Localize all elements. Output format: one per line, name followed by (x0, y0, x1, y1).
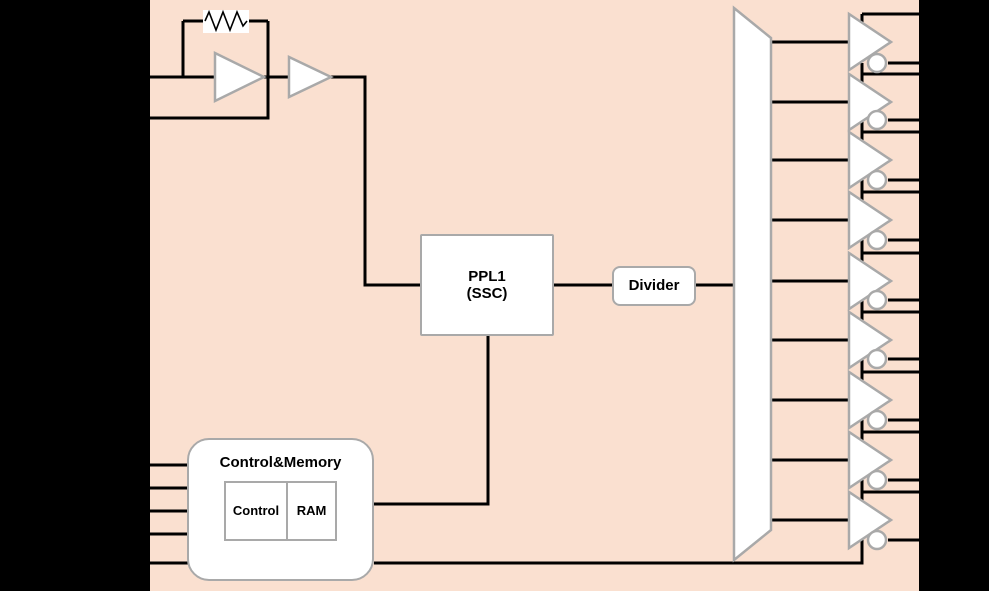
control-memory-block[interactable]: Control&Memory Control RAM (187, 438, 374, 581)
pll-label-line2: (SSC) (466, 285, 508, 302)
output-buffer-2-bubble-icon (866, 109, 888, 131)
osc-buffer-1-icon (213, 50, 267, 104)
control-memory-title: Control&Memory (219, 454, 342, 471)
output-mux-icon (732, 5, 773, 563)
wire-osc-to-pll (330, 75, 421, 287)
osc-buffer-2-icon (287, 55, 334, 99)
output-buffer-8-bubble-icon (866, 469, 888, 491)
pll-block[interactable]: PPL1 (SSC) (420, 234, 554, 336)
output-buffer-5-bubble-icon (866, 289, 888, 311)
control-subblock[interactable]: Control (226, 483, 288, 540)
output-buffer-3-bubble-icon (866, 169, 888, 191)
output-buffer-6-bubble-icon (866, 348, 888, 370)
divider-block[interactable]: Divider (612, 266, 696, 306)
wire-control-bus (374, 535, 864, 565)
output-buffer-9-bubble-icon (866, 529, 888, 551)
output-buffer-4-bubble-icon (866, 229, 888, 251)
wire-xout-feedback (150, 78, 270, 120)
resistor-icon (204, 9, 248, 33)
control-memory-subblocks: Control RAM (224, 481, 337, 542)
wire-pll-to-control (374, 336, 490, 506)
ram-subblock[interactable]: RAM (296, 502, 327, 518)
output-buffer-7-bubble-icon (866, 409, 888, 431)
pll-label-line1: PPL1 (468, 267, 506, 285)
output-buffer-group (847, 11, 894, 551)
output-buffer-1-bubble-icon (866, 52, 888, 74)
